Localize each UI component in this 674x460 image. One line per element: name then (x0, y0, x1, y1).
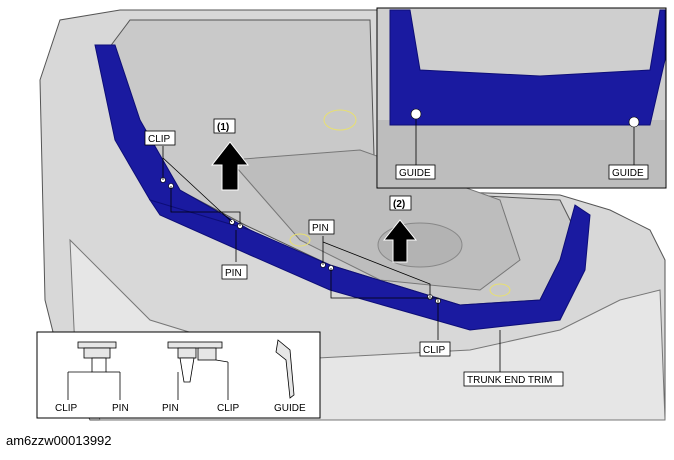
tub-ring-2 (289, 233, 311, 247)
spare-tire-hub (377, 222, 463, 268)
pin-label-left: PIN (225, 268, 242, 279)
inset-guide-dot-left (410, 108, 422, 120)
step1-label: (1) (217, 122, 229, 133)
clip-label-left: CLIP (148, 134, 171, 145)
guide-icon (275, 339, 295, 399)
callout-boxes (144, 118, 564, 387)
leader-lines (162, 146, 501, 376)
document-id: am6zzw00013992 (6, 433, 112, 448)
inset-floor (378, 120, 665, 187)
clip-pin-assembly-icon (67, 341, 121, 400)
step2-label: (2) (393, 199, 405, 210)
clip-callout-box-left (144, 130, 176, 146)
trunk-end-trim-removal-diagram: CLIP PIN PIN CLIP TRUNK END TRIM (1) (2)… (36, 7, 667, 421)
legend-clip-label-2: CLIP (217, 403, 240, 414)
trunk-end-trim-label: TRUNK END TRIM (467, 375, 552, 386)
legend-clip-label-1: CLIP (55, 403, 78, 414)
legend-pin-label-2: PIN (162, 403, 179, 414)
inset-guide-dot-right (628, 116, 640, 128)
step1-callout-box (213, 118, 236, 134)
legend-pin-label-1: PIN (112, 403, 129, 414)
clip-callout-box-right (419, 341, 451, 357)
guide-callout-box-right (608, 164, 649, 180)
fastener-legend: CLIP PIN PIN CLIP GUIDE (36, 331, 321, 419)
inset-trim (389, 9, 666, 126)
trunk-end-trim-callout-box (463, 371, 564, 387)
tub-ring (323, 109, 357, 131)
guide-callout-box-left (395, 164, 436, 180)
inset-guide-view: GUIDE GUIDE (376, 7, 667, 189)
legend-guide-label: GUIDE (274, 403, 306, 414)
clip-label-right: CLIP (423, 345, 446, 356)
trunk-end-trim-horizontal (148, 199, 591, 331)
guide-label-left: GUIDE (399, 168, 431, 179)
tub-ring-3 (489, 283, 511, 297)
pin-label-right: PIN (312, 223, 329, 234)
pin-clip-assembly-icon (167, 341, 229, 400)
up-arrow-2 (382, 219, 418, 263)
pin-callout-box-left (221, 264, 248, 280)
step2-callout-box (389, 195, 412, 211)
guide-label-right: GUIDE (612, 168, 644, 179)
up-arrow-1 (210, 141, 250, 191)
pin-callout-box-right (308, 219, 335, 235)
